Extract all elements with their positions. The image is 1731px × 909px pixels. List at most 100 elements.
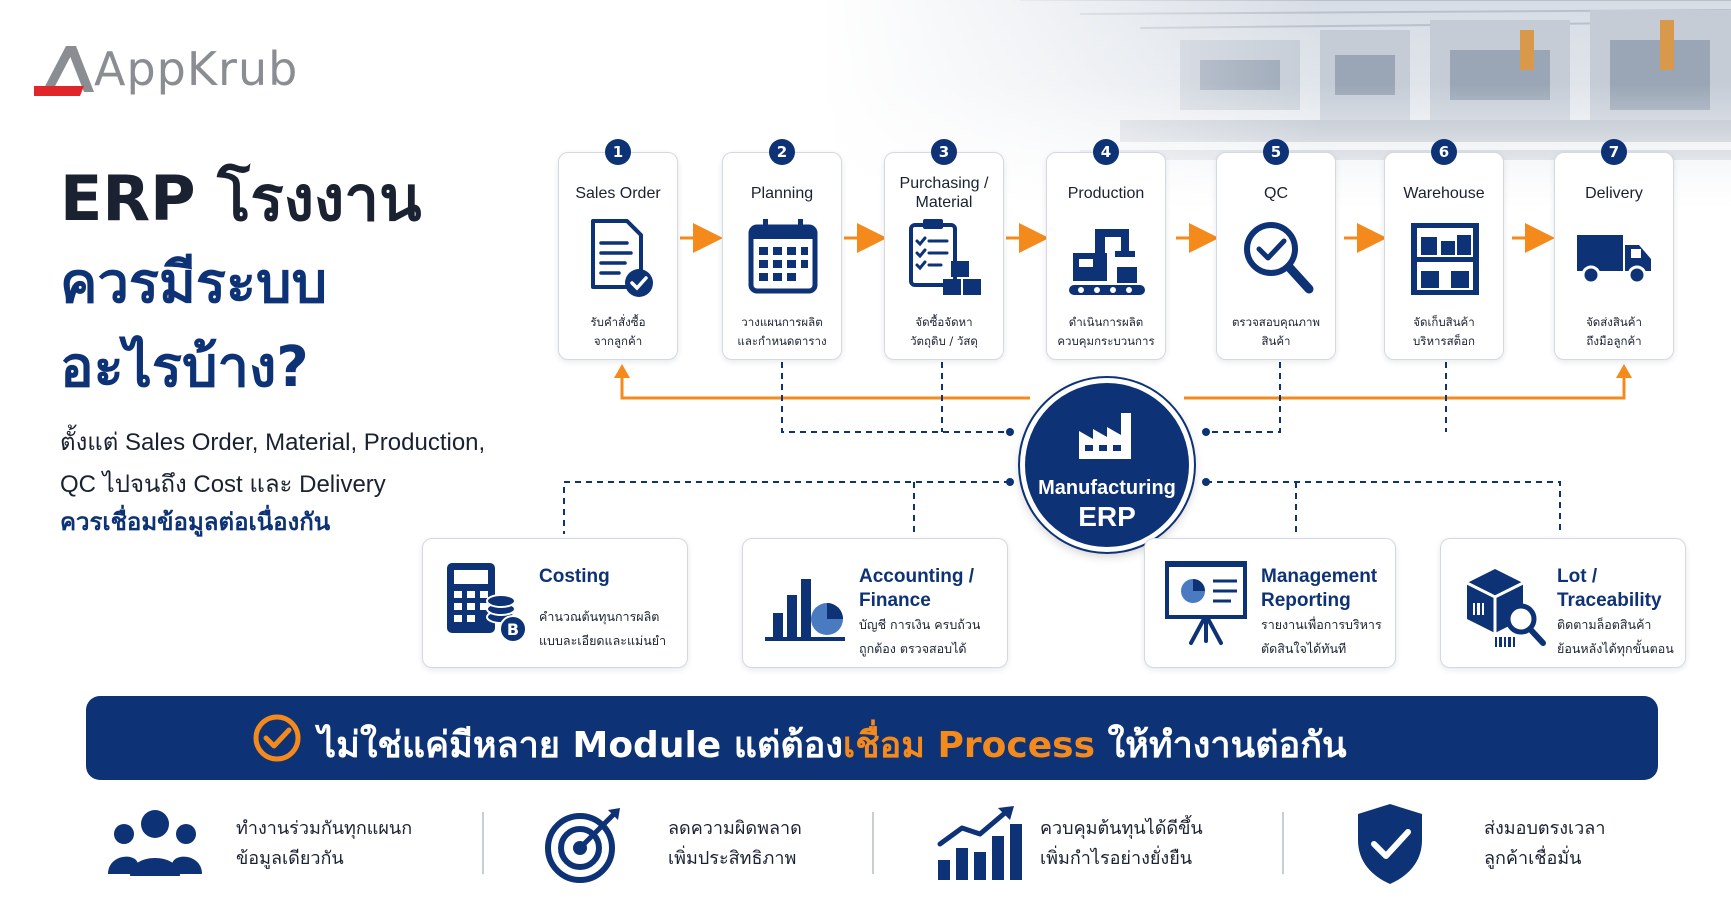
step-number: 4 [1093,139,1119,165]
benefit-divider [872,812,874,874]
hub-title: Manufacturing [1038,477,1176,499]
step-title: Production [1067,184,1145,202]
module-title: Costing [539,566,610,587]
step-desc-2: ควบคุมกระบวนการ [1057,334,1155,348]
module-desc-1: รายงานเพื่อการบริหาร [1261,617,1382,632]
factory-background [820,0,1731,210]
step-desc-2: จากลูกค้า [593,334,643,348]
step-desc-1: รับคำสั่งซื้อ [590,315,646,329]
check-circle-icon [253,714,301,762]
banner-highlight: เชื่อม Process [842,725,1096,766]
module-desc-2: ย้อนหลังได้ทุกขั้นตอน [1557,641,1674,656]
module-desc-1: บัญชี การเงิน ครบถ้วน [859,617,981,632]
module-title: Lot / Traceability [1557,565,1662,613]
step-number: 7 [1601,139,1627,165]
step-delivery: 7 Delivery จัดส่งสินค้าถึงมือลูกค้า [1554,139,1674,360]
module-title-2: Reporting [1261,590,1351,611]
benefit-line-2: ลูกค้าเชื่อมั่น [1484,848,1582,869]
module-desc-1: คำนวณต้นทุนการผลิต [539,609,660,624]
step-title: Purchasing / Material [899,175,989,211]
clipboard-boxes-icon [909,219,981,295]
calculator-coins-icon: B [447,563,527,643]
module-lot-traceability: Lot / Traceability ติดตามล็อตสินค้า ย้อนห… [1440,538,1686,668]
team-icon [108,810,202,876]
step-desc-2: วัตถุดิบ / วัสดุ [910,334,978,348]
growth-chart-icon [937,806,1022,880]
module-title-1: Lot / [1557,566,1598,587]
manufacturing-erp-hub: Manufacturing ERP [1020,378,1194,552]
presentation-board-icon [1165,561,1247,645]
bar-pie-chart-icon [765,579,845,641]
step-desc-1: ดำเนินการผลิต [1068,315,1144,329]
banner-text: ไม่ใช่แค่มีหลาย Module แต่ต้องเชื่อม Pro… [318,716,1347,773]
headline-line-1: ERP โรงงาน [60,162,422,235]
benefit-line-1: ทำงานร่วมกันทุกแผนก [236,818,413,839]
magnifier-check-icon [1244,222,1314,294]
benefit-on-time: ส่งมอบตรงเวลาลูกค้าเชื่อมั่น [1356,800,1656,890]
step-desc-1: ตรวจสอบคุณภาพ [1231,315,1321,329]
headline-line-3: อะไรบ้าง? [60,335,309,400]
banner-text-part-3: ให้ทำงานต่อกัน [1095,725,1347,766]
module-desc-2: แบบละเอียดและแม่นยำ [539,633,667,648]
step-desc-1: จัดส่งสินค้า [1586,315,1642,329]
module-title-2: Finance [859,590,931,611]
step-desc-1: จัดเก็บสินค้า [1413,315,1475,329]
module-title-1: Accounting / [859,566,975,587]
step-desc-2: บริหารสต็อก [1412,334,1476,348]
document-check-icon [591,219,653,297]
step-title: Sales Order [575,184,661,202]
step-title: Delivery [1585,184,1643,202]
step-desc-1: จัดซื้อจัดหา [915,315,973,329]
subtitle-line-2: QC ไปจนถึง Cost และ Delivery [60,471,386,498]
step-title: QC [1264,184,1288,202]
box-barcode-search-icon [1466,569,1546,647]
robot-arm-icon [1069,229,1145,295]
step-desc-2: ถึงมือลูกค้า [1586,334,1642,348]
benefit-line-1: ส่งมอบตรงเวลา [1484,818,1606,839]
module-accounting-finance: Accounting / Finance บัญชี การเงิน ครบถ้ว… [742,538,1008,668]
banner-text-part-1: ไม่ใช่แค่มีหลาย Module แต่ต้อง [318,725,843,766]
warehouse-shelf-icon [1411,223,1479,295]
benefit-divider [482,812,484,874]
step-desc-1: วางแผนการผลิต [741,315,823,329]
step-production: 4 Production ดำเนินการผลิตควบคุมกระบวนกา… [1046,139,1166,360]
module-desc-2: ถูกต้อง ตรวจสอบได้ [859,641,967,656]
module-costing: B Costing คำนวณต้นทุนการผลิต แบบละเอียดแ… [422,538,688,668]
module-desc-1: ติดตามล็อตสินค้า [1557,617,1652,632]
benefit-divider [1282,812,1284,874]
brand-name: AppKrub [94,42,299,96]
step-number: 3 [931,139,957,165]
module-title: Accounting / Finance [859,565,974,613]
benefit-line-2: เพิ่มกำไรอย่างยั่งยืน [1040,848,1193,869]
step-sales-order: 1 Sales Order รับคำสั่งซื้อจากลูกค้า [558,139,678,360]
step-number: 2 [769,139,795,165]
module-title-2: Traceability [1557,590,1662,611]
svg-text:B: B [507,620,519,639]
step-desc-2: และกำหนดตาราง [737,334,827,348]
truck-icon [1577,235,1651,285]
step-desc-2: สินค้า [1261,334,1291,348]
step-number: 5 [1263,139,1289,165]
module-desc-2: ตัดสินใจได้ทันที [1261,641,1347,656]
step-planning: 2 Planning วางแผนการผลิตและกำหนดตาราง [722,139,842,360]
step-title: Planning [750,184,814,202]
shield-check-icon [1358,804,1422,884]
step-number: 6 [1431,139,1457,165]
step-warehouse: 6 Warehouse จัดเก็บสินค้าบริหารสต็อก [1384,139,1504,360]
subtitle-line-1: ตั้งแต่ Sales Order, Material, Productio… [60,429,486,456]
step-purchasing-material: 3 Purchasing / Material จัดซื้อจัดหาวัตถ… [884,139,1004,360]
step-qc: 5 QC ตรวจสอบคุณภาพสินค้า [1216,139,1336,360]
benefit-line-1: ควบคุมต้นทุนได้ดีขึ้น [1040,818,1203,839]
benefit-line-2: ข้อมูลเดียวกัน [236,848,344,869]
benefit-teamwork: ทำงานร่วมกันทุกแผนกข้อมูลเดียวกัน [108,800,468,890]
benefit-line-1: ลดความผิดพลาด [668,818,802,839]
step-number: 1 [605,139,631,165]
calendar-icon [748,219,818,294]
factory-icon [1079,413,1131,459]
benefit-line-2: เพิ่มประสิทธิภาพ [668,848,797,869]
hub-subtitle: ERP [1078,501,1136,532]
